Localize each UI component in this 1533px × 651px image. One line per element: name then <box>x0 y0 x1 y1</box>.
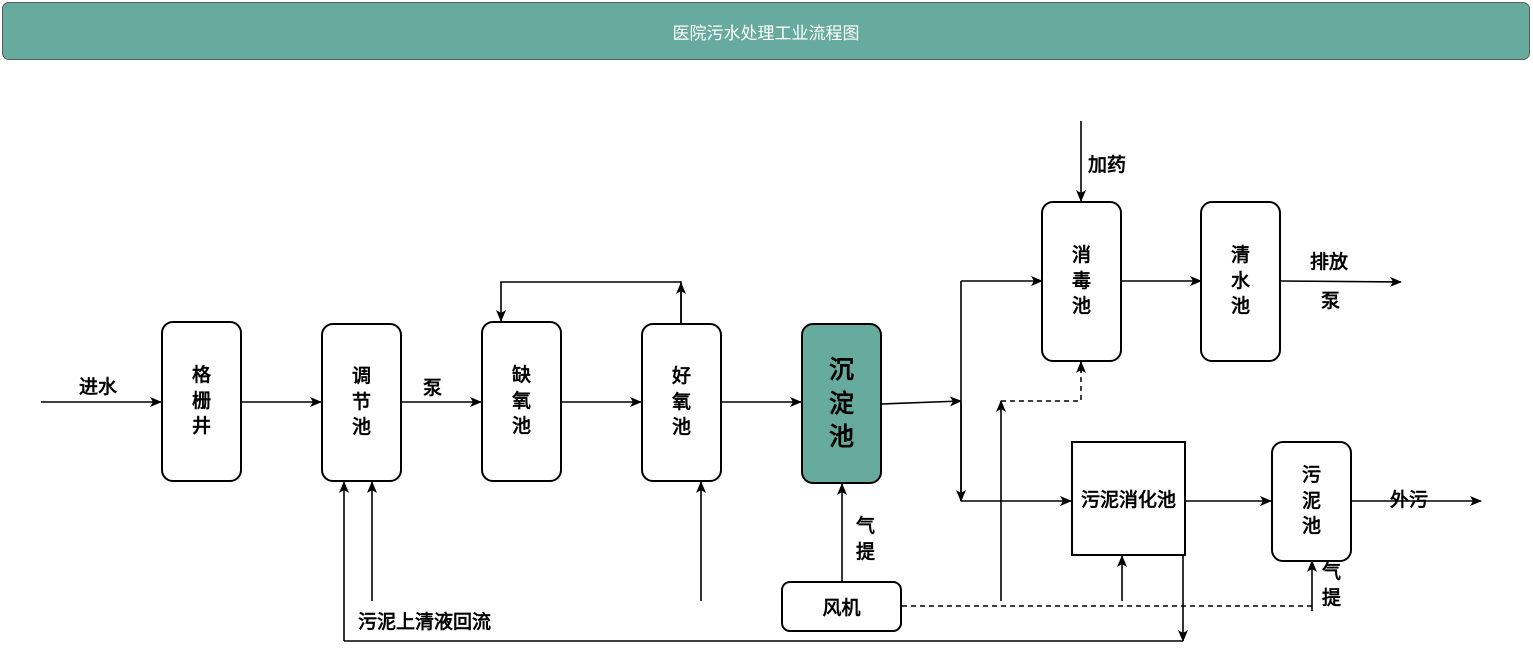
pump-label: 泵 <box>423 377 443 399</box>
clear-water-tank-box: 清水池 <box>1200 201 1281 362</box>
page-title: 医院污水处理工业流程图 <box>672 23 860 44</box>
sedimentation-tank-box: 沉淀池 <box>801 323 882 484</box>
title-banner: 医院污水处理工业流程图 <box>2 2 1530 60</box>
arrow-sedimentation-out <box>881 396 962 407</box>
dashed-air-to-disinfection <box>1001 362 1082 402</box>
sludge-out-label: 外污 <box>1390 489 1429 511</box>
dosing-label: 加药 <box>1088 154 1127 176</box>
reflux-label: 污泥上清液回流 <box>358 611 492 633</box>
aerobic-tank-box: 好氧池 <box>641 323 722 482</box>
grille-well-label: 格栅井 <box>191 364 211 438</box>
disinfection-tank-box: 消毒池 <box>1041 201 1122 362</box>
clear-water-tank-label: 清水池 <box>1230 244 1250 318</box>
air-lift-label: 气提 <box>856 515 876 563</box>
blower-box: 风机 <box>781 581 902 632</box>
inflow-label: 进水 <box>79 376 118 398</box>
sludge-tank-box: 污泥池 <box>1271 441 1352 562</box>
regulating-tank-label: 调节池 <box>351 365 371 439</box>
arrow-discharge <box>1280 276 1402 287</box>
anoxic-tank-label: 缺氧池 <box>511 364 531 438</box>
sludge-digestion-tank-box: 污泥消化池 <box>1071 441 1186 556</box>
blower-label: 风机 <box>822 597 861 619</box>
sedimentation-tank-label: 沉淀池 <box>828 354 854 452</box>
arrow-internal-reflux <box>496 281 682 323</box>
discharge-pump-label: 泵 <box>1321 290 1341 312</box>
discharge-label: 排放 <box>1310 251 1349 273</box>
grille-well-box: 格栅井 <box>161 321 242 482</box>
disinfection-tank-label: 消毒池 <box>1071 244 1091 318</box>
sludge-tank-label: 污泥池 <box>1301 464 1321 538</box>
air-lift-label-2: 气提 <box>1322 561 1342 609</box>
sludge-digestion-tank-label: 污泥消化池 <box>1080 489 1176 511</box>
aerobic-tank-label: 好氧池 <box>671 365 691 439</box>
anoxic-tank-box: 缺氧池 <box>481 321 562 482</box>
regulating-tank-box: 调节池 <box>321 323 402 482</box>
